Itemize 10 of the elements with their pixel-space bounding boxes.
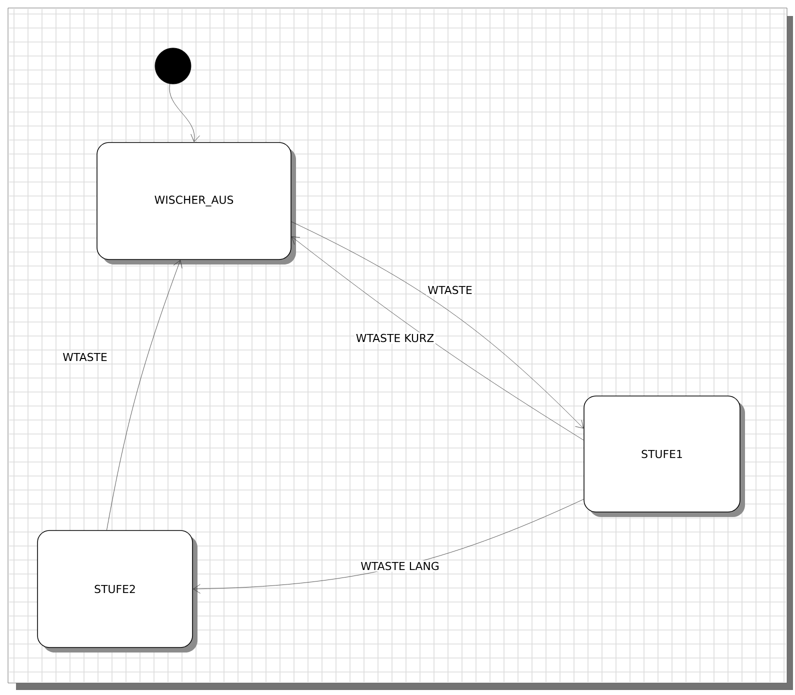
state-box: WISCHER_AUS — [96, 142, 296, 264]
arrow — [106, 260, 182, 530]
arrow — [169, 84, 200, 142]
state-box: STUFE2 — [37, 530, 198, 652]
edge-label: WTASTE LANG — [359, 560, 441, 572]
initial-state-dot — [154, 48, 192, 84]
edge-label: WTASTE — [61, 351, 109, 363]
state-box: STUFE1 — [584, 396, 745, 517]
edge-label: WTASTE KURZ — [354, 332, 436, 344]
edge-label: WTASTE — [426, 284, 474, 296]
